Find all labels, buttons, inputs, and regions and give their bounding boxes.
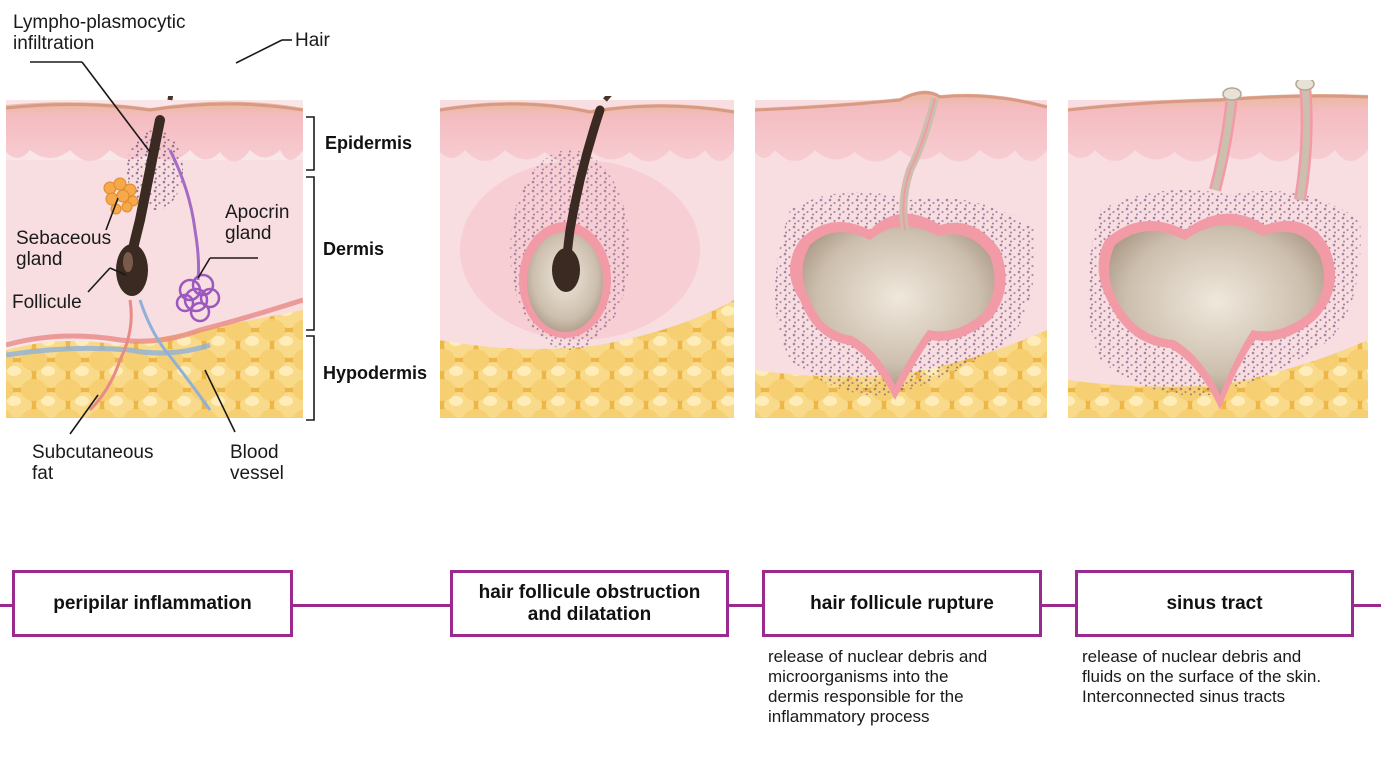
- stage-box-sinus-tract: sinus tract: [1075, 570, 1354, 637]
- label-subcutaneous-fat: Subcutaneous fat: [32, 442, 154, 484]
- panel-sinus-tract: [1068, 78, 1368, 420]
- normal-skin-illustration: [0, 0, 1381, 520]
- layer-label-dermis: Dermis: [323, 239, 384, 260]
- stage-box-follicule-rupture: hair follicule rupture: [762, 570, 1042, 637]
- stage-box-peripilar-inflammation: peripilar inflammation: [12, 570, 293, 637]
- label-blood-vessel: Blood vessel: [230, 442, 284, 484]
- panel-obstruction: [440, 25, 734, 420]
- label-hair: Hair: [295, 30, 330, 51]
- label-follicule: Follicule: [12, 292, 82, 313]
- layer-label-hypodermis: Hypodermis: [323, 363, 427, 384]
- stage-box-obstruction-dilatation: hair follicule obstruction and dilatatio…: [450, 570, 729, 637]
- panel-rupture: [755, 91, 1047, 420]
- stage-title: peripilar inflammation: [53, 593, 251, 615]
- label-apocrin-gland: Apocrin gland: [225, 202, 289, 244]
- layer-brackets: [306, 117, 314, 420]
- stage-title: sinus tract: [1166, 593, 1262, 615]
- stage-description-rupture: release of nuclear debris and microorgan…: [768, 647, 1058, 727]
- stage-title: hair follicule obstruction and dilatatio…: [479, 582, 701, 626]
- stage-title: hair follicule rupture: [810, 593, 994, 615]
- layer-label-epidermis: Epidermis: [325, 133, 412, 154]
- label-sebaceous-gland: Sebaceous gland: [16, 228, 111, 270]
- stage-description-sinus-tract: release of nuclear debris and fluids on …: [1082, 647, 1372, 707]
- label-lympho-plasmocytic-infiltration: Lympho-plasmocytic infiltration: [13, 12, 185, 54]
